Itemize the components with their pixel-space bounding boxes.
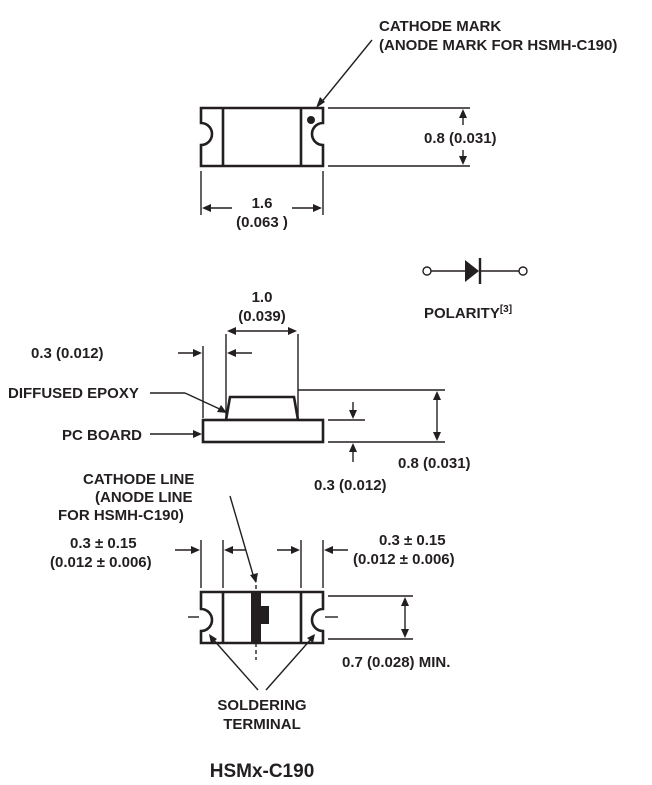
soldering-label: SOLDERING: [217, 697, 306, 714]
side-offset-label: 0.3 (0.012): [31, 345, 104, 362]
lens-width-dimension: [225, 327, 299, 420]
terminal-label: TERMINAL: [223, 716, 301, 733]
lens-width-label: 1.0: [252, 289, 273, 306]
board-thickness-dimension: [328, 402, 365, 462]
left-terminal-label: 0.3 ± 0.15: [70, 535, 137, 552]
right-terminal-label: 0.3 ± 0.15: [379, 532, 446, 549]
min-width-dimension: [328, 595, 413, 640]
cathode-line-bar: [251, 592, 261, 643]
cathode-mark-dot: [307, 116, 315, 124]
board-thickness-label: 0.3 (0.012): [314, 477, 387, 494]
cathode-mark-leader: [316, 39, 373, 108]
right-terminal-dimension: [277, 540, 348, 588]
side-view: [201, 395, 325, 444]
polarity-label: POLARITY[3]: [424, 304, 512, 322]
top-view-body: [199, 106, 325, 168]
pc-board-label: PC BOARD: [62, 427, 142, 444]
top-height-dimension: [328, 107, 470, 167]
right-terminal-inch-label: (0.012 ± 0.006): [353, 551, 455, 568]
left-terminal-inch-label: (0.012 ± 0.006): [50, 554, 152, 571]
top-width-inch-label: (0.063 ): [236, 214, 288, 231]
top-view: [199, 106, 325, 168]
side-view-pc-board: [201, 418, 325, 444]
side-height-dimension: [298, 389, 445, 443]
pc-board-leader: [150, 430, 202, 438]
part-number-title: HSMx-C190: [210, 761, 315, 782]
bottom-view-body: [199, 590, 325, 645]
top-width-label: 1.6: [252, 195, 273, 212]
left-terminal-dimension: [175, 540, 246, 588]
soldering-terminal-leaders: [209, 634, 315, 691]
cathode-mark-label: CATHODE MARK: [379, 18, 501, 35]
side-view-epoxy-lens: [224, 395, 300, 422]
min-width-label: 0.7 (0.028) MIN.: [342, 654, 450, 671]
polarity-diode-symbol: [422, 258, 528, 284]
cathode-line-leader: [229, 495, 258, 583]
cathode-line-label: CATHODE LINE: [83, 471, 194, 488]
diffused-epoxy-leader: [150, 392, 227, 413]
cathode-line-tab: [261, 606, 269, 624]
anode-mark-label: (ANODE MARK FOR HSMH-C190): [379, 37, 617, 54]
anode-line-label: (ANODE LINE: [95, 489, 193, 506]
top-width-dimension: [200, 171, 324, 215]
top-height-label: 0.8 (0.031): [424, 130, 497, 147]
side-height-label: 0.8 (0.031): [398, 455, 471, 472]
diffused-epoxy-label: DIFFUSED EPOXY: [8, 385, 139, 402]
bottom-view: [188, 578, 338, 660]
anode-line-device-label: FOR HSMH-C190): [58, 507, 184, 524]
lens-width-inch-label: (0.039): [238, 308, 286, 325]
side-offset-dimension: [178, 346, 252, 418]
